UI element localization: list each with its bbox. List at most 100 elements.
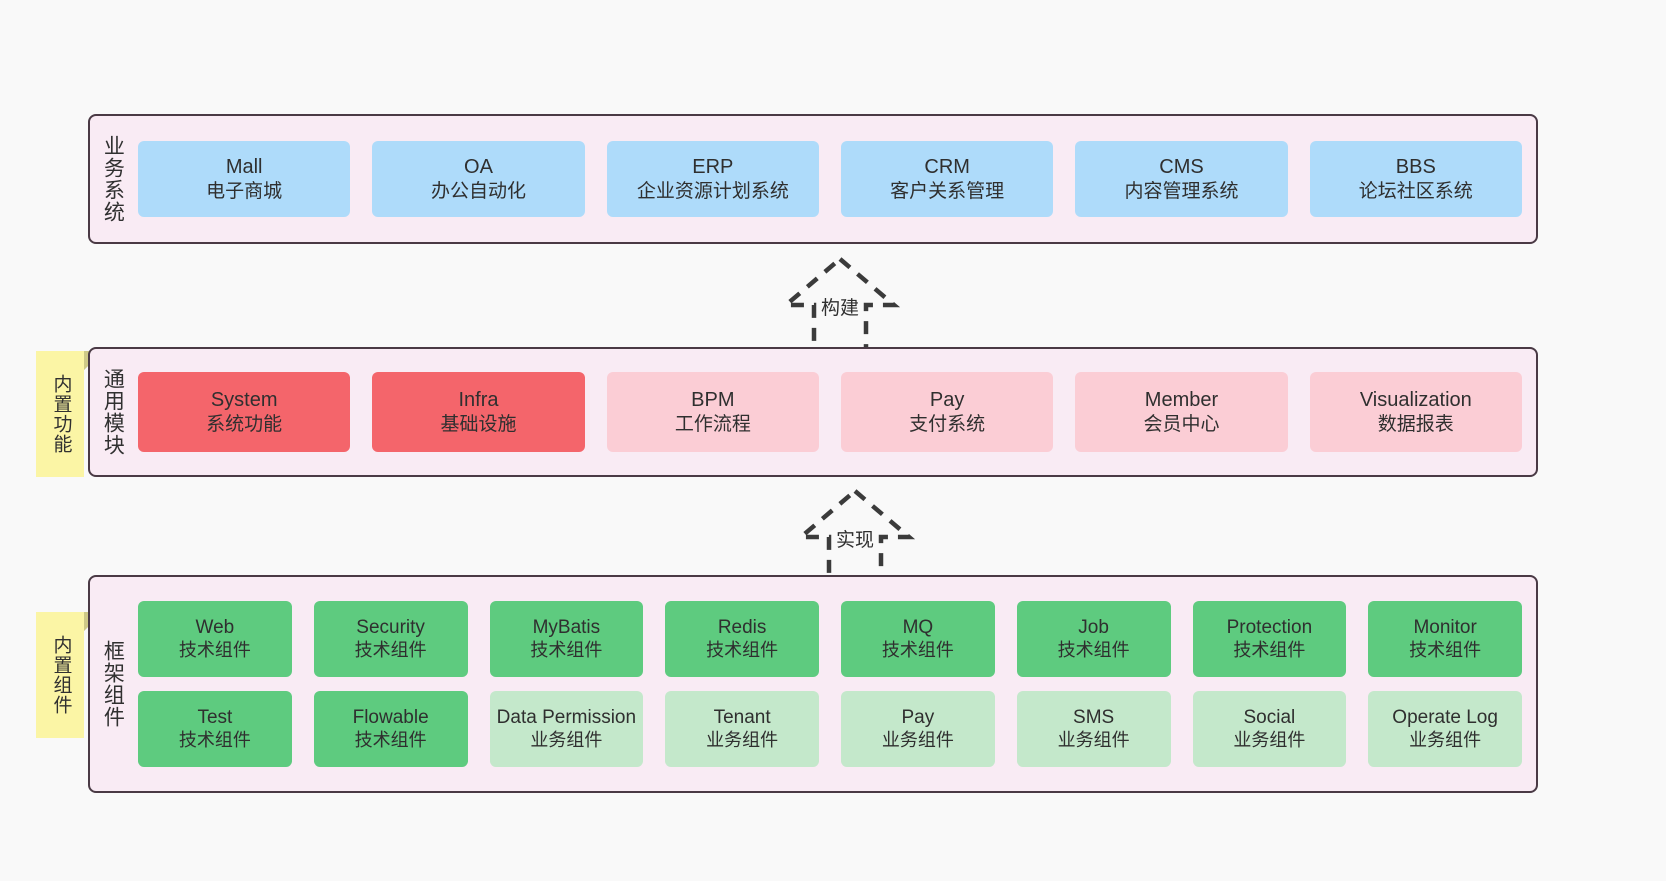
card-name: Security [356,617,425,639]
sticky-note-label: 内置功能 [50,374,72,454]
layer-body-business-systems: Mall 电子商城 OA 办公自动化 ERP 企业资源计划系统 CRM 客户关系… [134,116,1536,242]
framework-components-row-technical: Web 技术组件 Security 技术组件 MyBatis 技术组件 Redi… [138,601,1522,677]
business-systems-row: Mall 电子商城 OA 办公自动化 ERP 企业资源计划系统 CRM 客户关系… [138,141,1522,217]
card-sub: 业务组件 [881,729,954,750]
card-sub: 论坛社区系统 [1358,180,1473,202]
card-sub: 技术组件 [706,639,779,660]
card-name: Pay [901,707,935,729]
card-name: Job [1078,617,1109,639]
layer-body-general-modules: System 系统功能 Infra 基础设施 BPM 工作流程 Pay 支付系统… [134,349,1536,475]
card-name: Visualization [1359,389,1472,412]
card-name: SMS [1073,707,1115,729]
card-name: BBS [1395,156,1436,179]
card-sub: 内容管理系统 [1124,180,1239,202]
card-sub: 电子商城 [206,180,283,202]
framework-card-social[interactable]: Social 业务组件 [1192,691,1347,767]
framework-card-flowable[interactable]: Flowable 技术组件 [313,691,468,767]
business-card-cms[interactable]: CMS 内容管理系统 [1075,141,1288,217]
framework-card-sms[interactable]: SMS 业务组件 [1016,691,1171,767]
layer-framework-components: 框架组件 Web 技术组件 Security 技术组件 MyBatis 技术组件… [88,575,1538,793]
card-sub: 技术组件 [1233,639,1306,660]
business-card-erp[interactable]: ERP 企业资源计划系统 [606,141,819,217]
framework-card-monitor[interactable]: Monitor 技术组件 [1368,601,1522,677]
card-sub: 技术组件 [530,639,603,660]
module-card-bpm[interactable]: BPM 工作流程 [606,372,819,452]
framework-card-mq[interactable]: MQ 技术组件 [841,601,995,677]
card-name: System [210,389,278,412]
card-sub: 技术组件 [178,729,251,750]
card-sub: 业务组件 [1233,729,1306,750]
module-card-infra[interactable]: Infra 基础设施 [372,372,585,452]
sticky-note-builtin-features: 内置功能 [36,351,103,477]
card-sub: 客户关系管理 [890,180,1005,202]
framework-card-web[interactable]: Web 技术组件 [138,601,292,677]
card-name: Redis [717,617,767,639]
card-name: CMS [1159,156,1204,179]
card-sub: 业务组件 [706,729,779,750]
business-card-oa[interactable]: OA 办公自动化 [372,141,585,217]
framework-card-protection[interactable]: Protection 技术组件 [1192,601,1347,677]
card-sub: 业务组件 [530,729,603,750]
layer-title-general-modules: 通用模块 [101,368,125,456]
framework-card-pay[interactable]: Pay 业务组件 [841,691,995,767]
card-name: BPM [691,389,735,412]
card-name: Protection [1226,617,1313,639]
card-sub: 业务组件 [1057,729,1130,750]
card-sub: 基础设施 [440,413,517,435]
framework-card-redis[interactable]: Redis 技术组件 [665,601,819,677]
connector-build-label: 构建 [820,298,859,319]
framework-card-data-permission[interactable]: Data Permission 业务组件 [489,691,644,767]
sticky-note-builtin-components: 内置组件 [36,612,103,738]
layer-business-systems: 业务系统 Mall 电子商城 OA 办公自动化 ERP 企业资源计划系统 CRM… [88,114,1538,244]
card-name: Infra [458,389,499,412]
framework-card-test[interactable]: Test 技术组件 [138,691,292,767]
framework-card-mybatis[interactable]: MyBatis 技术组件 [489,601,644,677]
card-name: MQ [902,617,934,639]
card-name: OA [464,156,493,179]
framework-card-tenant[interactable]: Tenant 业务组件 [665,691,819,767]
card-name: MyBatis [532,617,601,639]
card-sub: 工作流程 [674,413,751,435]
connector-implement-label: 实现 [835,530,874,551]
layer-title-business-systems: 业务系统 [101,135,125,223]
card-sub: 业务组件 [1409,729,1482,750]
module-card-pay[interactable]: Pay 支付系统 [840,372,1054,452]
module-card-system[interactable]: System 系统功能 [138,372,351,452]
card-name: ERP [692,156,734,179]
layer-body-framework-components: Web 技术组件 Security 技术组件 MyBatis 技术组件 Redi… [134,577,1536,791]
framework-components-row-business: Test 技术组件 Flowable 技术组件 Data Permission … [138,691,1522,767]
card-sub: 技术组件 [881,639,954,660]
card-sub: 支付系统 [909,413,986,435]
card-name: Flowable [352,707,429,729]
sticky-note-label: 内置组件 [50,635,72,715]
card-sub: 技术组件 [1057,639,1130,660]
layer-general-modules: 通用模块 System 系统功能 Infra 基础设施 BPM 工作流程 Pay… [88,347,1538,477]
general-modules-row: System 系统功能 Infra 基础设施 BPM 工作流程 Pay 支付系统… [138,372,1522,452]
card-sub: 技术组件 [178,639,251,660]
card-name: CRM [924,156,970,179]
card-sub: 会员中心 [1143,413,1220,435]
card-sub: 技术组件 [354,639,427,660]
business-card-mall[interactable]: Mall 电子商城 [138,141,351,217]
card-sub: 数据报表 [1377,413,1454,435]
card-sub: 技术组件 [354,729,427,750]
card-name: Monitor [1413,617,1477,639]
framework-card-job[interactable]: Job 技术组件 [1016,601,1171,677]
connector-build: 构建 [740,255,940,355]
card-name: Data Permission [496,707,637,729]
module-card-member[interactable]: Member 会员中心 [1075,372,1288,452]
business-card-bbs[interactable]: BBS 论坛社区系统 [1309,141,1522,217]
card-sub: 企业资源计划系统 [636,180,789,202]
framework-card-security[interactable]: Security 技术组件 [313,601,468,677]
card-name: Web [195,617,235,639]
card-sub: 系统功能 [206,413,283,435]
card-sub: 办公自动化 [430,180,526,202]
card-name: Tenant [713,707,771,729]
module-card-visualization[interactable]: Visualization 数据报表 [1309,372,1522,452]
framework-card-operate-log[interactable]: Operate Log 业务组件 [1368,691,1522,767]
card-name: Test [197,707,233,729]
card-name: Operate Log [1392,707,1498,729]
connector-implement: 实现 [755,487,955,587]
business-card-crm[interactable]: CRM 客户关系管理 [840,141,1054,217]
